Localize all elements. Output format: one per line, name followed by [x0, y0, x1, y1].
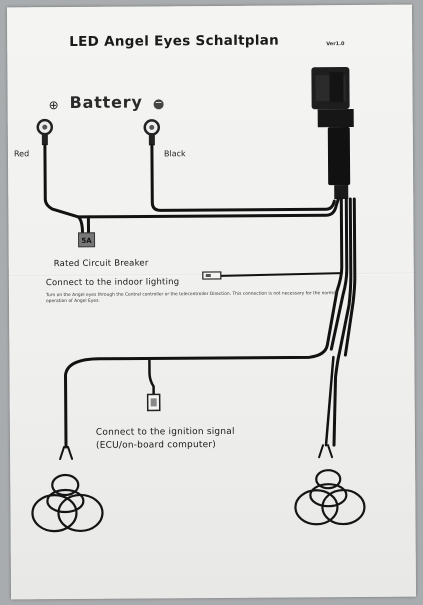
- wiring-diagram: 5A: [31, 67, 366, 533]
- ignition-label-line2: (ECU/on-board computer): [95, 439, 216, 451]
- indoor-lighting-label: Connect to the indoor lighting: [45, 277, 180, 289]
- indoor-connector-icon: [202, 271, 222, 280]
- red-terminal-icon: [36, 118, 54, 146]
- breaker-rating: 5A: [81, 237, 92, 245]
- ignition-label-line1: Connect to the ignition signal: [95, 426, 235, 438]
- diagram-sheet: LED Angel Eyes Schaltplan Ver1.0 ⊕ Batte…: [6, 4, 417, 600]
- indoor-lighting-note: Turn on the Angel eyes through the Centr…: [45, 291, 338, 305]
- breaker-label: Rated Circuit Breaker: [53, 258, 149, 270]
- wire-harness: [43, 143, 357, 449]
- controller-box-icon: [311, 67, 354, 200]
- ignition-label: Connect to the ignition signal (ECU/on-b…: [96, 426, 235, 453]
- left-plug-icon: [59, 446, 74, 461]
- circuit-breaker-icon: 5A: [78, 232, 96, 248]
- black-terminal-icon: [143, 119, 161, 146]
- left-angel-eye-icon: [31, 473, 104, 533]
- right-angel-eye-icon: [294, 469, 366, 526]
- right-plug-icon: [318, 444, 334, 459]
- ignition-connector-icon: [146, 393, 161, 412]
